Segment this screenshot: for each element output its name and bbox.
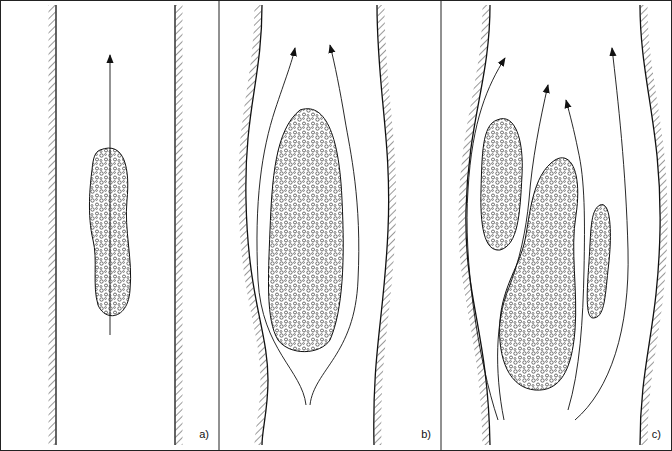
bank-hatch [49,5,56,445]
gravel-bar [500,158,578,390]
bank-hatch [644,5,664,445]
channel-bank [640,5,660,445]
channel-bank [55,5,56,445]
bank-hatch [242,5,264,445]
gravel-bar [587,205,610,318]
panel-label: c) [651,429,662,440]
panel-divider [441,0,442,451]
panel-c [462,5,664,445]
panel-b [242,5,393,445]
panel-label: b) [420,429,432,440]
flow-arrow [110,55,111,335]
panel-divider [219,0,220,451]
flow-arrow [575,48,628,420]
channel-bank [174,5,175,445]
bank-hatch [176,5,183,445]
flow-arrow [467,58,505,420]
flow-arrow [257,48,306,405]
panel-label: a) [198,429,210,440]
channel-bank [374,5,389,445]
gravel-bar [268,109,343,352]
panel-a [52,5,179,445]
flow-arrow [498,85,548,420]
flow-arrow [310,45,359,405]
gravel-bar [481,119,522,250]
flow-arrow [566,100,584,410]
